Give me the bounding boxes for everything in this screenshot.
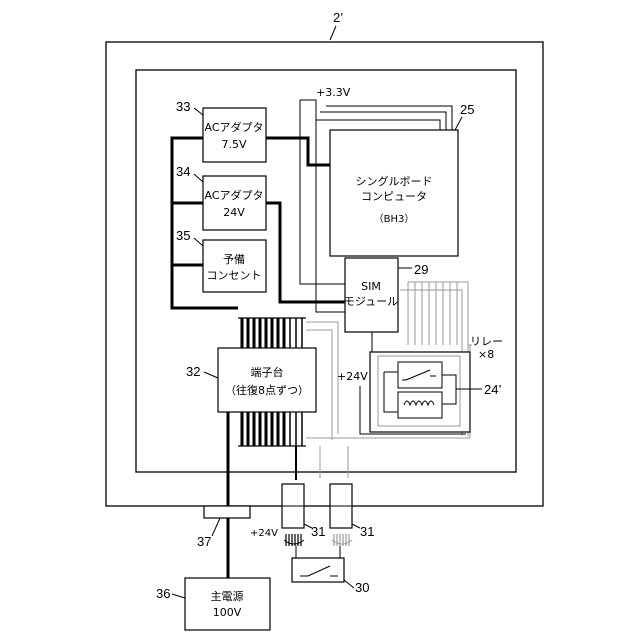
sbc-header-1 <box>316 120 440 130</box>
ref-37: 37 <box>197 534 211 549</box>
ref-37-leader <box>212 518 220 536</box>
ac-adapter-24-box <box>203 176 266 230</box>
relay-count: ×8 <box>478 348 494 361</box>
power-75-to-sbc <box>266 138 330 165</box>
terminal-block-line2: （往復8点ずつ） <box>225 383 309 397</box>
ref-31-right-leader <box>352 524 360 528</box>
ref-30-leader <box>344 580 354 588</box>
inlet-box <box>204 506 250 518</box>
figure-ref-leader <box>330 26 336 40</box>
ref-32: 32 <box>186 364 200 379</box>
ref-35-leader <box>194 238 203 246</box>
ref-30: 30 <box>355 580 369 595</box>
ac-adapter-24-line2: 24V <box>223 206 245 219</box>
switch-box <box>292 558 344 582</box>
single-board-line2: コンピュータ <box>361 190 427 203</box>
ref-31-right: 31 <box>360 524 374 539</box>
spare-outlet-box <box>203 240 266 292</box>
main-power-box <box>185 578 270 630</box>
ref-33: 33 <box>176 99 190 114</box>
cable-end-left <box>284 534 304 546</box>
relay-label: リレー <box>470 335 503 348</box>
relay-contact-box <box>398 362 442 388</box>
ref-34: 34 <box>176 164 190 179</box>
ref-35: 35 <box>176 228 190 243</box>
terminal-block-box <box>218 348 316 412</box>
ref-29: 29 <box>414 262 428 277</box>
figure-ref: 2’ <box>333 10 343 25</box>
sim-module-line2: モジュール <box>344 295 398 308</box>
ac-adapter-75-line1: ACアダプタ <box>204 120 263 134</box>
relay-coil-box <box>398 392 442 418</box>
sbc-header-3 <box>326 106 452 130</box>
spare-outlet-line2: コンセント <box>207 269 262 282</box>
ref-25-leader <box>455 117 462 130</box>
ref-24: 24’ <box>484 382 501 397</box>
ref-31-left: 31 <box>311 524 325 539</box>
ref-32-leader <box>204 372 218 378</box>
sbc-header-2 <box>320 112 446 130</box>
ref-34-leader <box>194 174 203 182</box>
v33-label: +3.3V <box>316 86 351 99</box>
ref-36: 36 <box>156 586 170 601</box>
v24-relay-label: +24V <box>337 370 368 383</box>
ac-adapter-24-line1: ACアダプタ <box>204 188 263 202</box>
single-board-line1: シングルボード <box>356 174 433 188</box>
sim-module-line1: SIM <box>361 280 381 293</box>
main-power-line1: 主電源 <box>211 589 244 603</box>
sim-to-relay <box>372 332 378 354</box>
ref-33-leader <box>194 108 203 115</box>
v24-external-label: +24V <box>250 528 278 539</box>
ac-adapter-75-line2: 7.5V <box>221 138 246 151</box>
terminal-block-line1: 端子台 <box>251 365 284 379</box>
ref-25: 25 <box>460 102 474 117</box>
ref-36-leader <box>172 594 185 598</box>
spare-outlet-line1: 予備 <box>223 253 245 266</box>
main-power-line2: 100V <box>213 606 242 619</box>
ac-adapter-75-box <box>203 108 266 162</box>
cable-end-right <box>332 534 352 546</box>
single-board-line3: （BH3） <box>374 213 415 225</box>
